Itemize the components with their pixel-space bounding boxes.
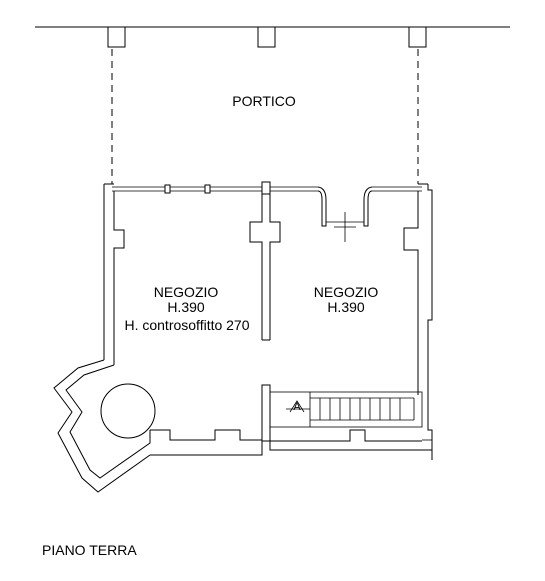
entrance-recess [317,186,373,242]
spiral-stair [100,383,156,439]
shop-right-height: H.390 [327,299,365,315]
shop-left-height: H.390 [167,299,205,315]
shop-left-name: NEGOZIO [154,284,219,300]
partition-wall [249,194,281,341]
portico-column-middle [257,26,276,48]
staircase [269,391,423,428]
front-window-line [112,181,422,195]
left-wall [103,183,125,365]
corner-tower [53,359,156,493]
portico-column-left [107,26,126,48]
bottom-wall [150,429,432,456]
right-wall [403,183,433,460]
portico-label: PORTICO [232,93,296,109]
shop-left-ceiling: H. controsoffitto 270 [124,317,249,333]
portico-column-right [408,26,427,48]
shop-right-name: NEGOZIO [314,284,379,300]
floor-name: PIANO TERRA [42,542,137,558]
stair-mark: A [293,401,301,413]
stair-wall [261,384,271,442]
